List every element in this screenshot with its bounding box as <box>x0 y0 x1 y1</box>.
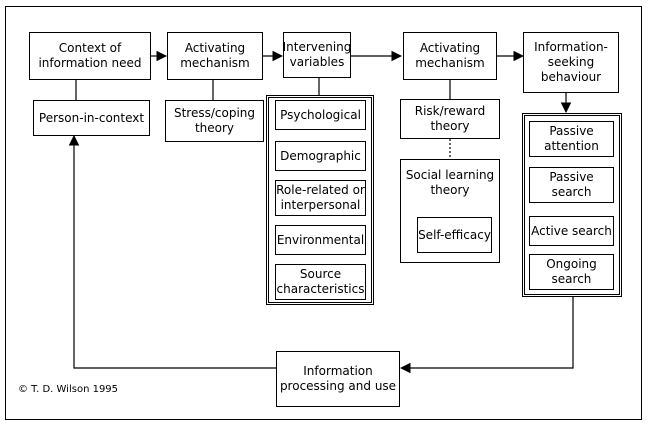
box-active-search: Active search <box>529 216 614 246</box>
copyright-text: © T. D. Wilson 1995 <box>18 384 119 395</box>
box-activating-mechanism-1: Activating mechanism <box>167 32 263 80</box>
box-environmental: Environmental <box>275 225 366 255</box>
arrow-processing-to-person <box>68 134 276 369</box>
box-activating-mechanism-2: Activating mechanism <box>403 32 497 80</box>
box-source-characteristics: Source characteristics <box>275 264 366 300</box>
box-stress-coping-theory: Stress/coping theory <box>165 100 264 142</box>
box-information-processing-and-use: Information processing and use <box>276 351 400 407</box>
box-intervening-variables: Intervening variables <box>283 32 351 78</box>
box-demographic: Demographic <box>275 141 366 171</box>
box-person-in-context: Person-in-context <box>33 100 150 136</box>
box-ongoing-search: Ongoing search <box>529 254 614 290</box>
box-passive-attention: Passive attention <box>529 121 614 157</box>
box-context-of-information-need: Context of information need <box>29 32 151 80</box>
box-social-learning-theory: Social learning theory <box>405 168 495 197</box>
box-self-efficacy: Self-efficacy <box>417 217 492 253</box>
box-role-related-or-interpersonal: Role-related or interpersonal <box>275 180 366 216</box>
arrow-group-to-processing <box>399 297 574 374</box>
box-risk-reward-theory: Risk/reward theory <box>400 99 500 139</box>
box-passive-search: Passive search <box>529 167 614 203</box>
box-information-seeking-behaviour: Information- seeking behaviour <box>523 32 619 93</box>
diagram-frame <box>5 6 642 420</box>
box-psychological: Psychological <box>275 100 366 130</box>
